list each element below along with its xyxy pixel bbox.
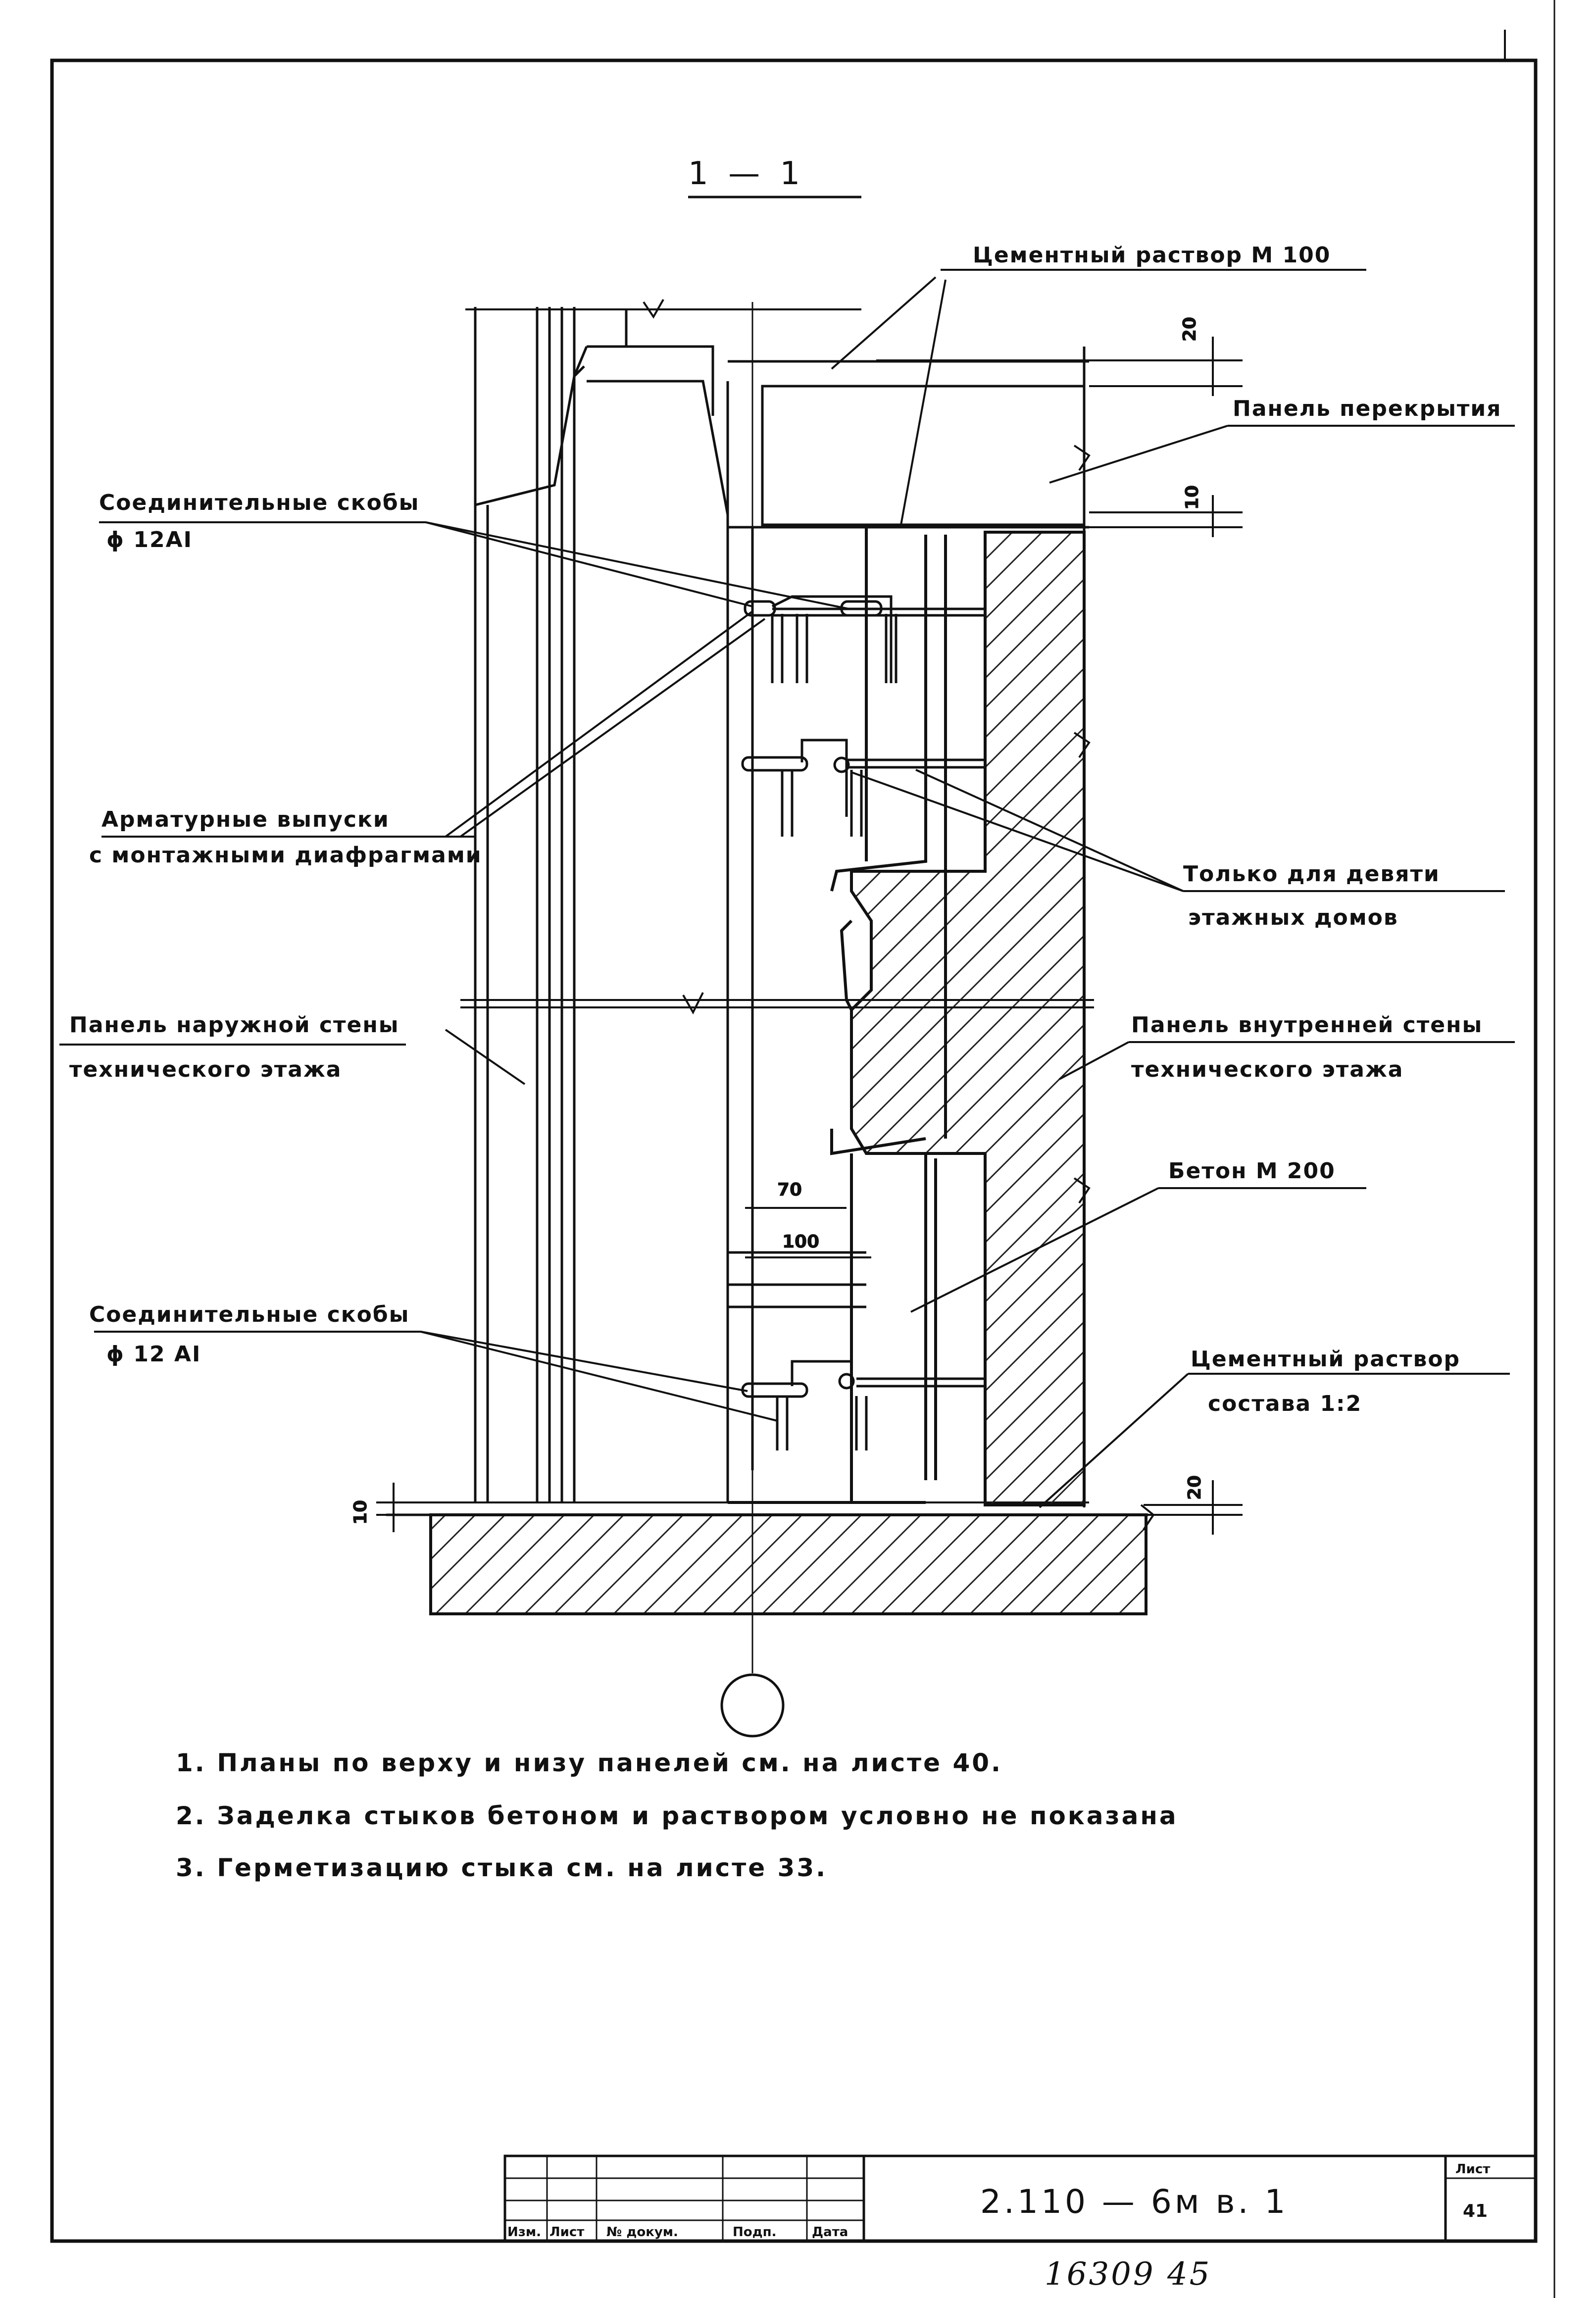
joint-section-drawing: 20 10 70 100 20 10 bbox=[59, 269, 1515, 1738]
tb-col-date: Дата bbox=[812, 2225, 848, 2240]
label-cement-mortar-top: Цементный раствор М 100 bbox=[973, 243, 1331, 268]
label-cement-mortar-bottom-1: Цементный раствор bbox=[1191, 1347, 1460, 1372]
label-inner-wall-1: Панель внутренней стены bbox=[1131, 1012, 1483, 1038]
tb-sheet-number: 41 bbox=[1463, 2201, 1488, 2221]
note-1: 1. Планы по верху и низу панелей см. на … bbox=[176, 1748, 1002, 1777]
brackets-top bbox=[744, 595, 985, 683]
leader-lines bbox=[59, 269, 1515, 1508]
label-floor-panel: Панель перекрытия bbox=[1233, 396, 1501, 421]
sheet-frame bbox=[50, 0, 1555, 2298]
dim-70: 70 bbox=[777, 1180, 802, 1200]
label-connecting-brackets-bottom-dia: ϕ 12 АⅠ bbox=[106, 1342, 201, 1367]
label-connecting-brackets-top: Соединительные скобы bbox=[99, 490, 419, 515]
label-connecting-brackets-top-dia: ϕ 12АⅠ bbox=[106, 527, 193, 552]
label-concrete: Бетон М 200 bbox=[1168, 1158, 1336, 1184]
note-3: 3. Герметизацию стыка см. на листе 33. bbox=[176, 1853, 827, 1882]
tb-col-list: Лист bbox=[549, 2225, 584, 2240]
dim-20-top: 20 bbox=[1180, 317, 1200, 342]
tb-col-izm: Изм. bbox=[507, 2225, 541, 2240]
brackets-bottom bbox=[741, 1360, 985, 1455]
label-inner-wall-2: технического этажа bbox=[1131, 1057, 1403, 1082]
outer-wall-panel bbox=[474, 307, 714, 1502]
pilaster-zone bbox=[587, 380, 866, 1502]
label-nine-storey-1: Только для девяти bbox=[1183, 861, 1440, 887]
dim-100: 100 bbox=[782, 1232, 819, 1252]
label-cement-mortar-bottom-2: состава 1:2 bbox=[1208, 1391, 1362, 1416]
tb-doc-code: 2.110 — 6м в. 1 bbox=[980, 2183, 1289, 2221]
axis-marker bbox=[720, 1673, 785, 1738]
inner-wall-panel bbox=[728, 527, 1086, 1506]
tb-col-doc: № докум. bbox=[606, 2225, 678, 2240]
tb-col-sign: Подп. bbox=[733, 2225, 776, 2240]
general-notes: 1. Планы по верху и низу панелей см. на … bbox=[176, 1748, 1178, 1882]
archive-number: 16309 45 bbox=[1045, 2256, 1211, 2293]
break-lines bbox=[460, 299, 1155, 1531]
section-title-text: 1 — 1 bbox=[688, 155, 805, 192]
dim-20-bottom: 20 bbox=[1185, 1475, 1205, 1500]
label-outer-wall-1: Панель наружной стены bbox=[69, 1012, 399, 1038]
note-2: 2. Заделка стыков бетоном и раствором ус… bbox=[176, 1801, 1178, 1830]
callout-labels: Цементный раствор М 100 Панель перекрыти… bbox=[69, 243, 1501, 1416]
floor-slab-bottom bbox=[386, 1501, 1148, 1615]
label-rebar-outlets-2: с монтажными диафрагмами bbox=[89, 843, 482, 868]
section-title: 1 — 1 bbox=[688, 155, 861, 199]
dim-10-bottom: 10 bbox=[350, 1500, 371, 1525]
dimension-lines bbox=[376, 337, 1243, 1535]
label-rebar-outlets-1: Арматурные выпуски bbox=[101, 807, 390, 832]
title-block bbox=[503, 2154, 1537, 2243]
dim-10-top: 10 bbox=[1182, 485, 1202, 510]
label-outer-wall-2: технического этажа bbox=[69, 1057, 342, 1082]
brackets-middle bbox=[741, 739, 985, 837]
label-nine-storey-2: этажных домов bbox=[1188, 905, 1398, 930]
label-connecting-brackets-bottom: Соединительные скобы bbox=[89, 1302, 409, 1327]
tb-sheet-label: Лист bbox=[1455, 2162, 1490, 2177]
